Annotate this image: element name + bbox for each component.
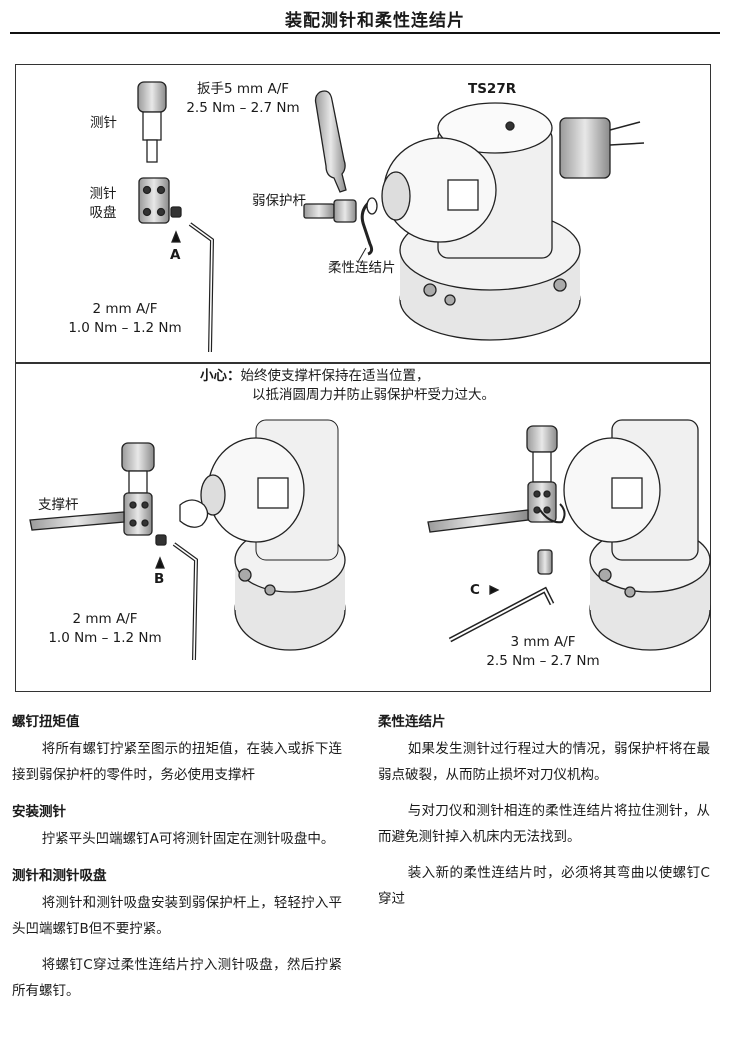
right-text-column: 柔性连结片 如果发生测针过行程过大的情况，弱保护杆将在最弱点破裂，从而防止损坏对… [378,712,710,912]
flexible-link-right [539,503,566,524]
left-text-column: 螺钉扭矩值 将所有螺钉拧紧至图示的扭矩值，在装入或拆下连接到弱保护杆的零件时，务… [12,712,342,1004]
section-paragraph: 与对刀仪和测针相连的柔性连结片将拉住测针，从而避免测针掉入机床内无法找到。 [378,803,710,845]
figure-frame [15,64,711,692]
flexible-link-left [179,499,209,528]
weak-link-stem [303,199,357,223]
assembly-illustration [29,81,711,661]
screw-b-label: B [154,571,165,587]
section-paragraph: 如果发生测针过行程过大的情况，弱保护杆将在最弱点破裂，从而防止损坏对刀仪机构。 [378,741,710,783]
section-paragraph: 拧紧平头凹端螺钉A可将测针固定在测针吸盘中。 [41,831,335,847]
screw-c [537,549,553,575]
section-heading-torque: 螺钉扭矩值 [12,714,80,730]
title-rule [10,32,720,34]
flex-link-label: 柔性连结片 [328,260,396,276]
hex-key-2mm-top [188,222,215,353]
stylus-holder [138,177,170,224]
stylus-part [137,81,167,163]
hex-key-2mm-left [172,542,199,661]
section-paragraph: 装入新的柔性连结片时，必须将其弯曲以使螺钉C穿过 [378,865,710,907]
stylus-assembly-left [121,442,155,536]
screw-a-label: A [170,247,181,263]
support-bar-left [29,511,125,531]
stylus-assembly-right [526,425,558,523]
ts27r-body-top [381,102,645,341]
weak-link-label: 弱保护杆 [252,193,306,209]
section-heading-install-stylus: 安装测针 [12,804,66,820]
ts27r-body-left [200,419,346,651]
section-heading-stylus-holder: 测针和测针吸盘 [12,868,107,884]
section-paragraph: 将所有螺钉拧紧至图示的扭矩值，在装入或拆下连接到弱保护杆的零件时，务必使用支撑杆 [12,741,342,783]
screw-b [155,534,167,546]
section-paragraph: 将螺钉C穿过柔性连结片拧入测针吸盘，然后拧紧所有螺钉。 [12,957,342,999]
section-heading-flex-link: 柔性连结片 [378,714,446,730]
figure-divider [15,362,711,364]
support-bar-label: 支撑杆 [38,497,79,513]
screw-c-label: C [470,582,480,598]
page-title: 装配测针和柔性连结片 [285,11,465,31]
support-bar-right [427,509,529,533]
stylus-holder-label: 测针吸盘 [89,186,117,221]
model-label: TS27R [468,81,517,97]
section-paragraph: 将测针和测针吸盘安装到弱保护杆上，轻轻拧入平头凹端螺钉B但不要拧紧。 [12,895,342,937]
spanner-5mm [314,90,347,193]
screw-a [170,206,182,218]
ts27r-body-right [563,419,711,651]
caution-note: 小心：始终使支撑杆保持在适当位置， 以抵消圆周力并防止弱保护杆受力过大。 [200,368,495,403]
stylus-label: 测针 [90,115,117,131]
flexible-link [360,198,374,256]
